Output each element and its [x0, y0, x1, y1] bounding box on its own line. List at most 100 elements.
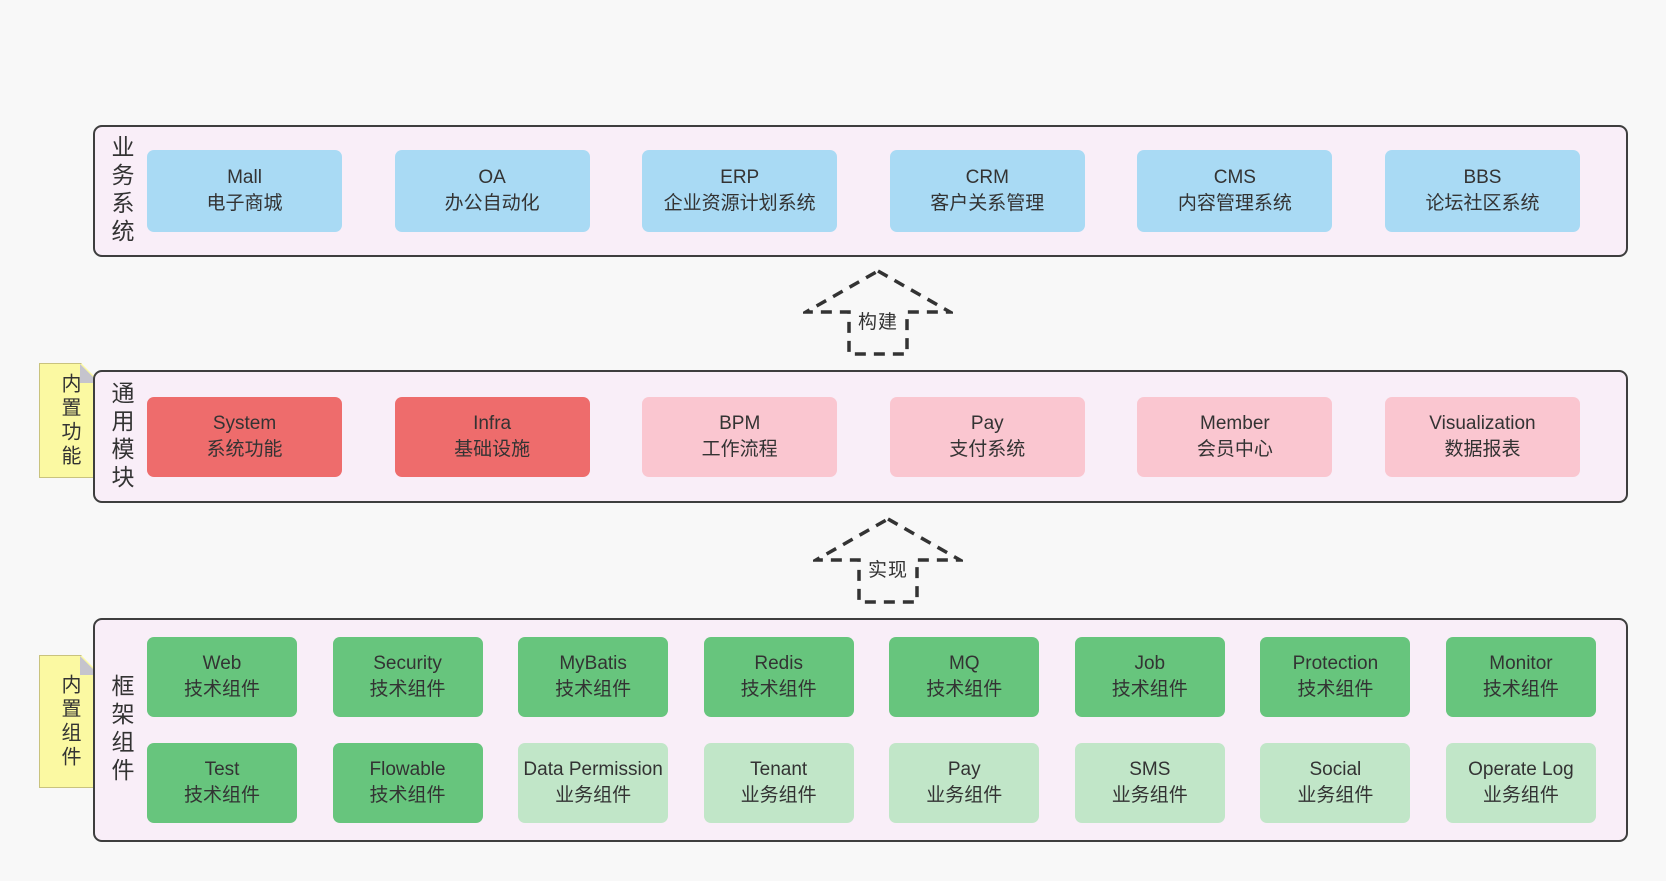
business-boxes-row: Mall 电子商城 OA 办公自动化 ERP 企业资源计划系统 CRM 客户关系…: [147, 127, 1626, 255]
box-subtitle: 基础设施: [454, 438, 531, 460]
panel-components-label: 框架组件: [108, 674, 134, 786]
box-subtitle: 业务组件: [926, 785, 1003, 806]
box-flowable: Flowable 技术组件: [332, 743, 483, 823]
components-boxes-grid: Web 技术组件 Security 技术组件 MyBatis 技术组件 Redi…: [147, 620, 1626, 840]
box-subtitle: 技术组件: [926, 679, 1003, 700]
box-title: Visualization: [1429, 412, 1536, 434]
box-title: Data Permission: [523, 759, 663, 780]
box-subtitle: 会员中心: [1196, 438, 1273, 460]
box-member: Member 会员中心: [1137, 396, 1333, 477]
box-pay-module: Pay 支付系统: [889, 396, 1085, 477]
box-subtitle: 技术组件: [183, 679, 260, 700]
box-title: Social: [1309, 759, 1362, 780]
implement-arrow-label: 实现: [862, 554, 914, 583]
box-subtitle: 技术组件: [369, 785, 446, 806]
box-data-permission: Data Permission 业务组件: [518, 743, 669, 823]
box-social: Social 业务组件: [1260, 743, 1411, 823]
box-title: Web: [202, 653, 242, 674]
box-mybatis: MyBatis 技术组件: [518, 637, 669, 717]
box-subtitle: 办公自动化: [444, 193, 540, 214]
box-title: MQ: [948, 653, 980, 674]
box-title: OA: [478, 167, 506, 188]
panel-modules-label: 通用模块: [108, 380, 134, 493]
box-title: Member: [1200, 412, 1270, 434]
box-title: CRM: [965, 167, 1009, 188]
box-bbs: BBS 论坛社区系统: [1384, 150, 1580, 232]
box-subtitle: 技术组件: [555, 679, 632, 700]
panel-business-label: 业务系统: [108, 135, 134, 247]
box-subtitle: 电子商城: [206, 193, 283, 214]
box-subtitle: 技术组件: [369, 679, 446, 700]
box-title: BBS: [1463, 167, 1502, 188]
sticky-note-built-in-features: 内置功能: [39, 363, 100, 478]
build-arrow-label: 构建: [852, 306, 904, 335]
box-monitor: Monitor 技术组件: [1445, 637, 1596, 717]
box-subtitle: 论坛社区系统: [1425, 193, 1540, 214]
implement-arrow: 实现: [813, 516, 963, 606]
box-subtitle: 业务组件: [740, 785, 817, 806]
build-arrow: 构建: [803, 268, 953, 358]
box-title: Security: [373, 653, 442, 674]
box-visualization: Visualization 数据报表: [1384, 396, 1580, 477]
components-row-1: Web 技术组件 Security 技术组件 MyBatis 技术组件 Redi…: [147, 637, 1596, 717]
sticky-note-label: 内置功能: [58, 372, 80, 469]
box-subtitle: 业务组件: [1111, 785, 1188, 806]
box-protection: Protection 技术组件: [1260, 637, 1411, 717]
modules-boxes-row: System 系统功能 Infra 基础设施 BPM 工作流程 Pay 支付系统…: [147, 372, 1626, 501]
box-sms: SMS 业务组件: [1074, 743, 1225, 823]
box-pay-component: Pay 业务组件: [889, 743, 1040, 823]
box-title: Job: [1134, 653, 1166, 674]
components-row-2: Test 技术组件 Flowable 技术组件 Data Permission …: [147, 743, 1596, 823]
box-title: System: [212, 412, 277, 434]
box-subtitle: 业务组件: [1482, 785, 1559, 806]
box-bpm: BPM 工作流程: [642, 396, 838, 477]
box-subtitle: 技术组件: [1482, 679, 1559, 700]
box-title: Test: [204, 759, 240, 780]
box-title: MyBatis: [559, 653, 627, 674]
box-title: Tenant: [750, 759, 808, 780]
box-mq: MQ 技术组件: [889, 637, 1040, 717]
box-test: Test 技术组件: [147, 743, 297, 823]
box-subtitle: 数据报表: [1444, 438, 1521, 460]
box-title: Infra: [473, 412, 512, 434]
box-mall: Mall 电子商城: [147, 150, 342, 232]
box-subtitle: 业务组件: [555, 785, 632, 806]
box-title: Operate Log: [1468, 759, 1574, 780]
box-subtitle: 企业资源计划系统: [663, 193, 816, 214]
box-subtitle: 内容管理系统: [1177, 193, 1292, 214]
box-title: ERP: [720, 167, 760, 188]
box-infra: Infra 基础设施: [394, 396, 590, 477]
box-subtitle: 业务组件: [1297, 785, 1374, 806]
box-security: Security 技术组件: [332, 637, 483, 717]
box-subtitle: 客户关系管理: [930, 193, 1045, 214]
box-erp: ERP 企业资源计划系统: [642, 150, 838, 232]
box-tenant: Tenant 业务组件: [703, 743, 854, 823]
box-subtitle: 工作流程: [701, 438, 778, 460]
box-operate-log: Operate Log 业务组件: [1445, 743, 1596, 823]
sticky-note-built-in-components: 内置组件: [39, 655, 100, 788]
box-title: Pay: [970, 412, 1004, 434]
box-crm: CRM 客户关系管理: [889, 150, 1085, 232]
panel-business-systems: 业务系统 Mall 电子商城 OA 办公自动化 ERP 企业资源计划系统 CRM…: [93, 125, 1628, 257]
box-title: Redis: [754, 653, 803, 674]
box-title: SMS: [1129, 759, 1171, 780]
panel-framework-components: 框架组件 Web 技术组件 Security 技术组件 MyBatis 技术组件…: [93, 618, 1628, 842]
panel-common-modules: 通用模块 System 系统功能 Infra 基础设施 BPM 工作流程 Pay…: [93, 370, 1628, 503]
box-title: Pay: [947, 759, 981, 780]
box-subtitle: 技术组件: [1111, 679, 1188, 700]
box-system: System 系统功能: [147, 396, 342, 477]
box-title: Mall: [227, 167, 262, 188]
box-job: Job 技术组件: [1074, 637, 1225, 717]
box-subtitle: 技术组件: [1297, 679, 1374, 700]
box-title: BPM: [719, 412, 761, 434]
box-title: Protection: [1292, 653, 1379, 674]
box-title: Flowable: [369, 759, 446, 780]
box-redis: Redis 技术组件: [703, 637, 854, 717]
box-web: Web 技术组件: [147, 637, 297, 717]
box-cms: CMS 内容管理系统: [1137, 150, 1333, 232]
sticky-note-label: 内置组件: [58, 673, 80, 770]
box-title: CMS: [1213, 167, 1256, 188]
box-subtitle: 系统功能: [206, 438, 283, 460]
box-oa: OA 办公自动化: [394, 150, 590, 232]
box-subtitle: 技术组件: [740, 679, 817, 700]
